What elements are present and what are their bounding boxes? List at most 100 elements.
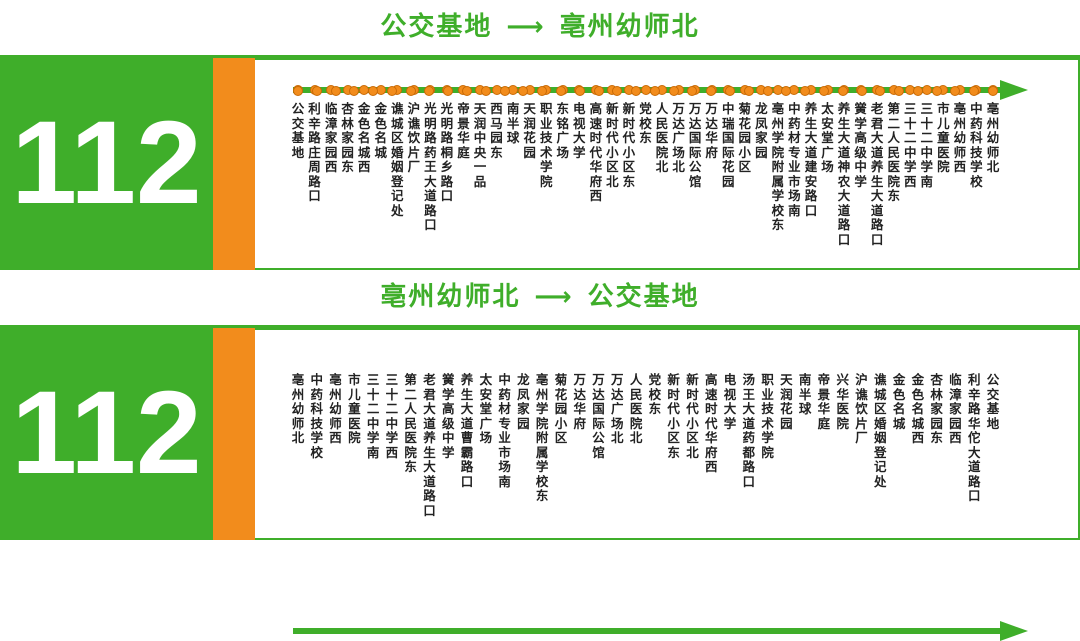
stop-dot — [706, 86, 717, 96]
stop-label: 光明路桐乡路口 — [440, 101, 454, 203]
stop-dot — [800, 86, 811, 96]
direction-from: 公交基地 — [380, 12, 493, 42]
stop-label: 亳州学院附属学校东 — [771, 101, 785, 232]
stop-label: 汤王大道药都路口 — [742, 372, 756, 489]
arrow-icon: ⟶ — [534, 282, 574, 312]
stop-label: 中瑞国际花园 — [721, 101, 735, 189]
direction-header: 亳州幼师北 ⟶ 公交基地 — [0, 270, 1080, 328]
stop-label: 新时代小区北 — [686, 372, 699, 460]
route-number-box: 112 — [0, 328, 213, 540]
stop-dot — [687, 86, 698, 96]
stop-dot — [725, 86, 736, 96]
stop-label: 帝景华庭 — [457, 101, 470, 160]
stop-label: 西马园东 — [490, 101, 503, 160]
stop-label: 杏林家园东 — [930, 372, 943, 445]
stop-dot — [293, 86, 303, 96]
stop-label: 太安堂广场 — [479, 372, 493, 445]
stop-label: 沪谯饮片厂 — [855, 372, 868, 445]
stop-label: 亳州幼师北 — [986, 101, 1000, 174]
stop-label: 黉学高级中学 — [442, 372, 455, 460]
stop-label: 天润中央一品 — [473, 101, 487, 189]
stop-dot — [894, 86, 905, 96]
stop-label: 万达国际公馆 — [592, 372, 605, 460]
stop-label: 人民医院北 — [655, 101, 669, 174]
stop-label: 职业技术学院 — [539, 101, 553, 189]
stop-label: 第二人民医院东 — [404, 372, 417, 474]
stop-dot — [330, 86, 341, 96]
stop-dot — [612, 86, 623, 96]
stop-dot — [649, 86, 660, 96]
stop-dot — [555, 86, 566, 96]
stop-label: 养生大道建安路口 — [804, 101, 818, 218]
stop-dot — [931, 86, 942, 96]
direction-title: 亳州幼师北 ⟶ 公交基地 — [0, 276, 1080, 313]
stop-label: 菊花园小区 — [738, 101, 752, 174]
stop-label: 沪谯饮片厂 — [407, 101, 421, 174]
stop-label: 养生大道神农大道路口 — [837, 101, 851, 247]
stop-dot — [349, 86, 360, 96]
stop-dot — [818, 86, 829, 96]
stop-label: 新时代小区东 — [667, 372, 680, 460]
stop-label: 临漳家园西 — [324, 101, 338, 174]
stop-label: 人民医院北 — [629, 372, 643, 445]
stop-label: 高速时代华府西 — [589, 101, 603, 203]
stop-label: 老君大道养生大道路口 — [870, 101, 884, 247]
stop-label: 第二人民医院东 — [887, 101, 900, 203]
stop-label: 帝景华庭 — [817, 372, 831, 431]
stop-dot — [668, 86, 679, 96]
stop-list: 公交基地利辛路庄周路口临漳家园西杏林家园东金色名城西金色名城谯城区婚姻登记处沪谯… — [0, 0, 1080, 270]
stop-label: 万达华府 — [705, 101, 718, 160]
direction-from: 亳州幼师北 — [380, 282, 521, 312]
arrow-icon: ⟶ — [506, 12, 546, 42]
stop-dot — [950, 86, 961, 96]
stop-label: 公交基地 — [291, 101, 305, 160]
stop-dot — [443, 86, 454, 96]
stop-dot — [311, 86, 322, 96]
stop-dot — [762, 86, 773, 96]
stop-label: 亳州幼师西 — [329, 372, 342, 445]
stop-label: 市儿童医院 — [348, 372, 361, 445]
stop-label: 电视大学 — [723, 372, 737, 431]
stop-dot — [462, 86, 473, 96]
stop-label: 龙凤家园 — [517, 372, 530, 431]
route-number-box: 112 — [0, 58, 213, 270]
stop-label: 三十二中学南 — [920, 101, 934, 189]
stop-label: 中药材专业市场南 — [788, 101, 801, 218]
stop-label: 东铭广场 — [556, 101, 569, 160]
stop-dot — [837, 86, 848, 96]
stop-label: 临漳家园西 — [949, 372, 962, 445]
stop-label: 老君大道养生大道路口 — [423, 372, 436, 518]
stop-dot — [875, 86, 886, 96]
stop-label: 利辛路华佗大道路口 — [967, 372, 981, 503]
stop-label: 万达广场北 — [672, 101, 685, 174]
stop-dot — [921, 85, 932, 95]
route-line — [293, 628, 1005, 634]
stop-dot — [912, 86, 923, 96]
stop-dot — [631, 86, 642, 96]
stop-dot — [781, 86, 792, 96]
stop-label: 党校东 — [639, 101, 652, 145]
stop-label: 万达广场北 — [611, 372, 624, 445]
direction-title: 公交基地⟶亳州幼师北 — [0, 6, 1080, 43]
stop-label: 党校东 — [648, 372, 662, 416]
stop-label: 三十二中学西 — [903, 101, 917, 189]
direction-to: 公交基地 — [587, 282, 700, 312]
stop-label: 天润花园 — [523, 101, 536, 160]
stop-label: 亳州幼师西 — [953, 101, 967, 174]
stop-label: 天润花园 — [780, 372, 793, 431]
stop-label: 养生大道曹霸路口 — [460, 372, 474, 489]
stop-dot — [856, 86, 867, 96]
stop-dot — [499, 86, 510, 96]
orange-stripe — [213, 58, 255, 270]
stop-label: 金色名城 — [374, 101, 387, 160]
stop-label: 杏林家园东 — [341, 101, 354, 174]
stop-dot — [988, 86, 998, 96]
direction-header: 公交基地⟶亳州幼师北 — [0, 0, 1080, 58]
route-arrow-icon — [1000, 80, 1028, 100]
stop-dot — [969, 86, 980, 96]
stop-dot — [537, 86, 548, 96]
route-panel-outbound: 公交基地⟶亳州幼师北 112 公交基地利辛路庄周路口临漳家园西杏林家园东金色名城… — [0, 0, 1080, 270]
stop-label: 新时代小区北 — [606, 101, 619, 189]
stop-label: 高速时代华府西 — [704, 372, 718, 474]
orange-stripe — [213, 328, 255, 540]
